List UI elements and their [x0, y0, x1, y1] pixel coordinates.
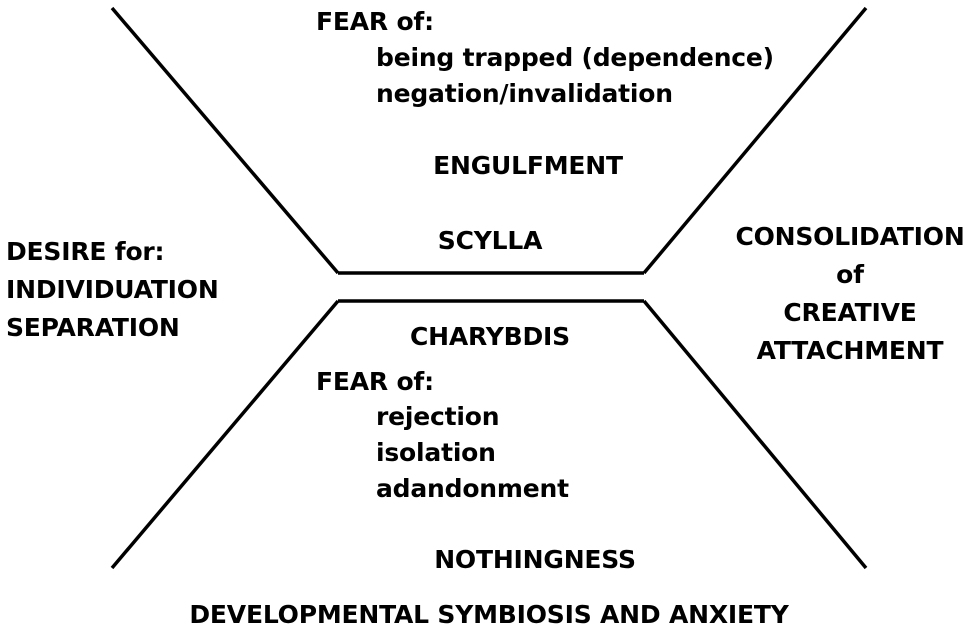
charybdis-label: CHARYBDIS [410, 322, 570, 351]
upper-right-diagonal [642, 6, 868, 275]
right-attachment-label: ATTACHMENT [756, 336, 944, 365]
left-individuation-label: INDIVIDUATION [6, 275, 219, 304]
top-fear-label: FEAR of: [316, 7, 434, 36]
nothingness-label: NOTHINGNESS [434, 545, 636, 574]
right-creative-label: CREATIVE [783, 298, 917, 327]
left-desire-block: DESIRE for: INDIVIDUATION SEPARATION [6, 233, 219, 347]
scylla-label: SCYLLA [437, 226, 543, 255]
bottom-fear-label: FEAR of: [316, 367, 434, 396]
right-of-label: of [836, 260, 864, 289]
bottom-fear-item-isolation: isolation [376, 438, 496, 467]
diagram-caption: DEVELOPMENTAL SYMBIOSIS AND ANXIETY [189, 600, 789, 629]
top-fear-item-trapped: being trapped (dependence) [376, 43, 774, 72]
bottom-fear-item-abandonment: adandonment [376, 474, 569, 503]
bottom-fear-item-rejection: rejection [376, 402, 500, 431]
left-separation-label: SEPARATION [6, 313, 180, 342]
top-fear-item-negation: negation/invalidation [376, 79, 673, 108]
lower-right-diagonal [642, 299, 868, 570]
lower-left-diagonal [110, 299, 340, 570]
left-desire-label: DESIRE for: [6, 237, 165, 266]
right-consolidation-label: CONSOLIDATION [735, 222, 965, 251]
right-consolidation-block: CONSOLIDATION of CREATIVE ATTACHMENT [735, 218, 964, 370]
upper-left-diagonal [110, 6, 340, 275]
engulfment-label: ENGULFMENT [433, 151, 623, 180]
